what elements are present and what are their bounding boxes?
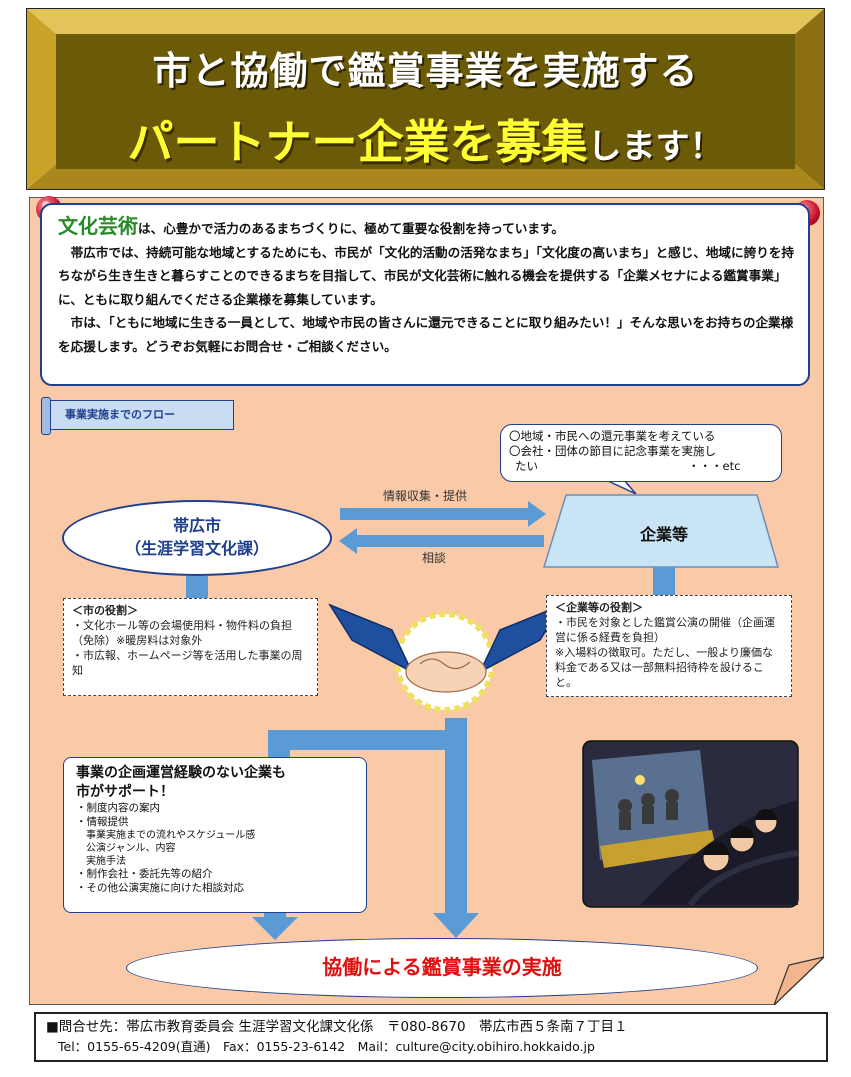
arrow-label-consult: 相談 [422,551,447,565]
arrow-label-info: 情報収集・提供 [383,489,468,503]
bubble-line-3: たい ・・・etc [509,459,773,474]
title-banner: 市と協働で鑑賞事業を実施する パートナー企業を募集します！ [26,8,825,190]
city-role-item: ・市広報、ホームページ等を活用した事業の周知 [72,649,303,677]
banner-subheading: パートナー企業を募集します！ [26,106,825,172]
company-name: 企業等 [639,525,688,544]
banner-heading: 市と協働で鑑賞事業を実施する [152,49,699,93]
banner-frame [26,8,825,190]
company-role-box: ＜企業等の役割＞ ・市民を対象とした鑑賞公演の開催（企画運営に係る経費を負担） … [546,595,792,697]
contact-phone-mail: Tel：0155-65-4209(直通) Fax：0155-23-6142 Ma… [58,1039,595,1054]
support-subitem: 公演ジャンル、内容 [86,843,176,854]
banner-highlight: パートナー企業を募集 [127,115,588,169]
support-subitem: 事業実施までの流れやスケジュール感 [86,830,256,841]
contact-address: ■問合せ先：帯広市教育委員会 生涯学習文化課文化係 〒080-8670 帯広市西… [46,1019,628,1035]
banner-suffix: します！ [587,127,724,167]
bubble-line-3-text: たい [515,459,538,473]
support-subitem: 実施手法 [86,856,126,867]
intro-box: 文化芸術は、心豊かで活力のあるまちづくりに、極めて重要な役割を持っています。 帯… [40,203,810,386]
city-department: （生涯学習文化課） [124,539,269,558]
intro-lead-line: 文化芸術は、心豊かで活力のあるまちづくりに、極めて重要な役割を持っています。 [58,214,794,241]
intro-lead-rest: は、心豊かで活力のあるまちづくりに、極めて重要な役割を持っています。 [138,221,564,236]
company-node: 企業等 [544,495,784,567]
contact-footer: ■問合せ先：帯広市教育委員会 生涯学習文化課文化係 〒080-8670 帯広市西… [34,1012,828,1062]
support-item: ・制作会社・委託先等の紹介 [76,868,213,880]
bubble-line-1: 〇地域・市民への還元事業を考えている [509,429,716,443]
company-role-title: ＜企業等の役割＞ [555,601,643,614]
bubble-etc: ・・・etc [688,459,741,473]
support-box: 事業の企画運営経験のない企業も 市がサポート！ ・制度内容の案内 ・情報提供 事… [63,757,367,913]
city-node: 帯広市 （生涯学習文化課） [62,500,332,576]
support-item: ・情報提供 [76,815,129,828]
support-item: ・その他公演実施に向けた相談対応 [76,881,244,894]
intro-lead: 文化芸術 [58,214,138,238]
result-node: 協働による鑑賞事業の実施 [126,938,758,998]
city-name: 帯広市 [172,516,221,535]
city-role-box: ＜市の役割＞ ・文化ホール等の会場使用料・物件料の負担（免除）※暖房料は対象外 … [63,598,318,696]
support-heading-1: 事業の企画運営経験のない企業も [76,765,286,781]
city-role-item: ・文化ホール等の会場使用料・物件料の負担（免除）※暖房料は対象外 [72,619,292,647]
intro-paragraph-2: 市は、「ともに地域に生きる一員として、地域や市民の皆さんに還元できることに取り組… [58,315,794,354]
support-item: ・制度内容の案内 [76,802,160,814]
banner-panel [56,34,795,169]
intro-paragraph-1: 帯広市では、持続可能な地域とするためにも、市民が「文化的活動の活発なまち」「文化… [58,244,794,307]
company-role-item: ・市民を対象とした鑑賞公演の開催（企画運営に係る経費を負担） [555,616,775,644]
company-thought-bubble: 〇地域・市民への還元事業を考えている 〇会社・団体の節目に記念事業を実施し たい… [500,424,782,482]
support-heading-2: 市がサポート！ [76,784,174,800]
company-role-item: ※入場料の徴取可。ただし、一般より廉価な料金である又は一部無料招待枠を設けること… [555,646,773,689]
bubble-line-2: 〇会社・団体の節目に記念事業を実施し [509,444,716,458]
city-role-title: ＜市の役割＞ [72,604,138,617]
flow-section-label: 事業実施までのフロー [41,397,234,435]
